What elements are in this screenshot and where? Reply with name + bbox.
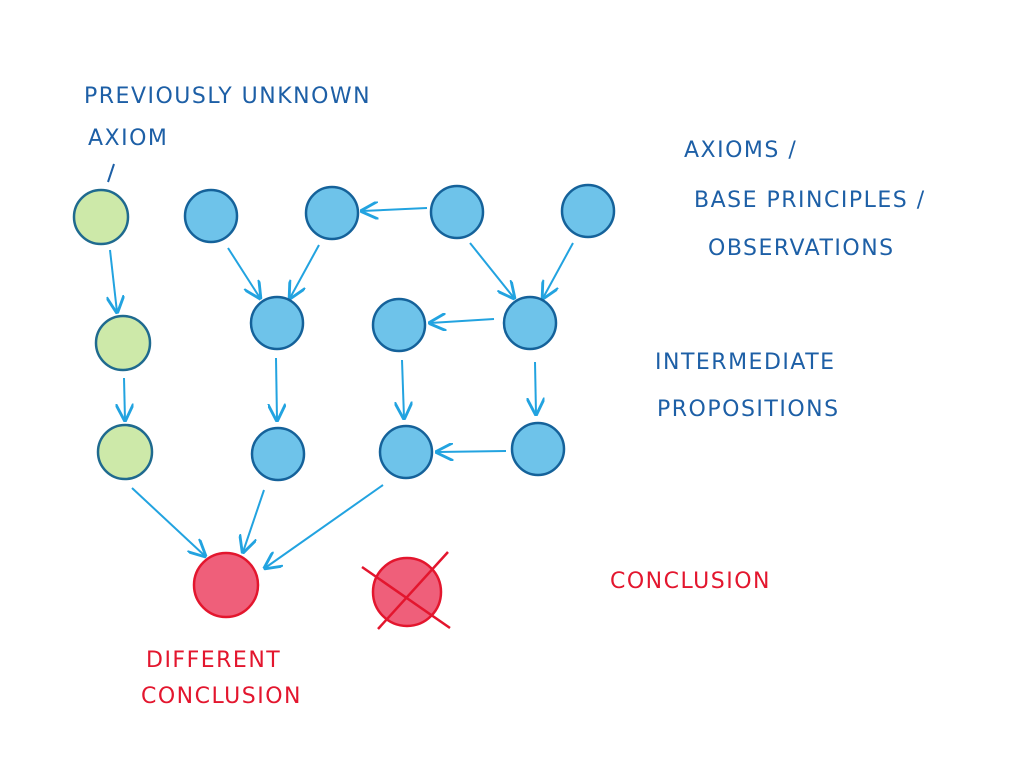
different-label: Different <box>146 648 282 673</box>
edge <box>227 247 260 298</box>
edge <box>437 451 507 452</box>
intermediate-node <box>502 295 558 351</box>
cross-out-icon <box>361 551 451 630</box>
base-principles-label: Base principles / <box>694 188 926 213</box>
axiom-node <box>429 184 485 240</box>
intermediate-node <box>378 424 434 480</box>
edge <box>243 489 265 552</box>
axiom-node <box>560 183 616 239</box>
edge <box>290 244 320 298</box>
new-intermediate-node <box>94 314 152 372</box>
intermediate-node <box>371 297 427 353</box>
different-conclusion-label: Conclusion <box>141 684 302 709</box>
intermediate-node <box>250 426 306 482</box>
edge <box>402 359 404 418</box>
edges <box>110 208 574 568</box>
conclusion-label: Conclusion <box>610 569 771 594</box>
new-intermediate-node <box>96 423 154 481</box>
edge <box>276 357 277 420</box>
label-pointer <box>107 163 115 183</box>
observations-label: Observations <box>708 236 895 261</box>
propositions-label: propositions <box>657 397 840 422</box>
nodes <box>72 183 616 630</box>
edge <box>131 487 205 556</box>
axiom-label: Axiom <box>88 126 169 151</box>
edge <box>543 242 574 298</box>
edge <box>265 484 384 568</box>
axiom-node <box>183 188 239 244</box>
previously-unknown-label: Previously unknown <box>84 84 372 109</box>
edge <box>124 377 125 420</box>
different-conclusion-node <box>192 551 260 619</box>
axioms-label: Axioms / <box>684 138 798 163</box>
edge <box>469 242 514 298</box>
intermediate-label: Intermediate <box>655 350 836 375</box>
edge <box>362 208 428 211</box>
edge <box>430 319 495 323</box>
axiom-node <box>304 185 360 241</box>
intermediate-node <box>510 421 566 477</box>
intermediate-node <box>249 295 305 351</box>
edge <box>110 249 117 312</box>
new-axiom-node <box>72 188 130 246</box>
edge <box>535 361 536 414</box>
